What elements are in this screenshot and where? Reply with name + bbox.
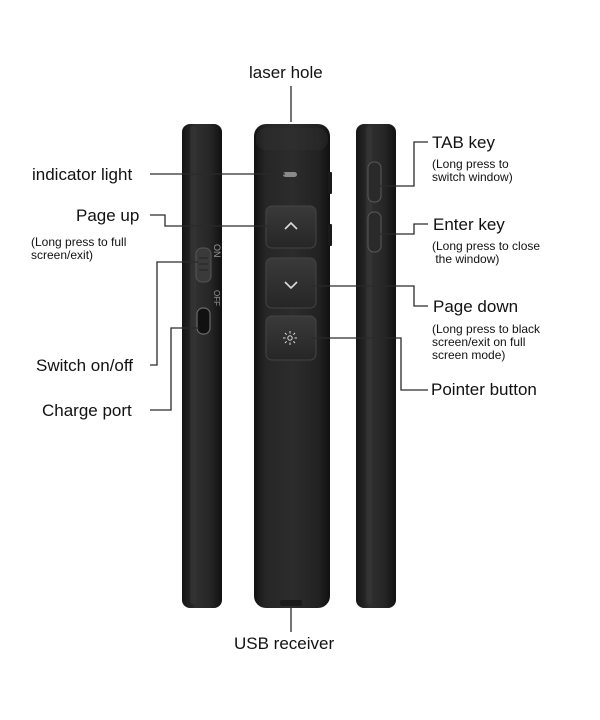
- front-body: [254, 124, 330, 608]
- left-side-view: ON OFF: [182, 124, 222, 608]
- usb-receiver-cap: [280, 600, 302, 606]
- usb-receiver-label: USB receiver: [234, 634, 335, 653]
- front-enter-key-edge: [328, 224, 332, 246]
- right-body: [356, 124, 396, 608]
- page-down-label: Page down: [433, 297, 519, 316]
- leader-pointer: [312, 337, 428, 391]
- leader-charge-port: [150, 327, 199, 411]
- leader-page-down: [312, 285, 428, 307]
- laser-hole-label: laser hole: [249, 63, 323, 82]
- page-up-label: Page up: [76, 206, 140, 225]
- page-up-note: (Long press to full screen/exit): [31, 235, 127, 262]
- power-switch: [195, 247, 212, 283]
- left-body: [182, 124, 222, 608]
- laser-pointer-icon: [283, 331, 297, 345]
- switch-label: Switch on/off: [36, 356, 134, 375]
- page-up-button: [265, 205, 317, 249]
- chevron-down-icon: [284, 281, 298, 290]
- page-down-button: [265, 257, 317, 309]
- enter-key: [367, 211, 382, 253]
- leader-tab-key: [378, 141, 428, 187]
- on-marking: ON: [212, 244, 222, 258]
- charge-port-socket: [196, 307, 211, 335]
- leader-page-up: [150, 214, 268, 227]
- front-view: [254, 124, 332, 608]
- leader-lines: [150, 86, 428, 632]
- right-side-view: [356, 124, 396, 608]
- tab-key-label: TAB key: [432, 133, 495, 152]
- leader-switch: [150, 261, 198, 366]
- front-top-cap: [256, 128, 328, 150]
- leader-enter-key: [378, 223, 428, 235]
- pointer-button: [265, 315, 317, 361]
- charge-port-label: Charge port: [42, 401, 132, 420]
- indicator-light: [283, 172, 297, 177]
- chevron-up-icon: [284, 221, 298, 230]
- pointer-button-label: Pointer button: [431, 380, 537, 399]
- left-body-highlight: [190, 126, 196, 604]
- tab-key-note: (Long press to switch window): [432, 157, 513, 184]
- off-marking: OFF: [212, 290, 221, 306]
- front-tab-key-edge: [328, 172, 332, 194]
- enter-key-note: (Long press to close the window): [432, 239, 541, 266]
- page-down-note: (Long press to black screen/exit on full…: [432, 322, 541, 362]
- tab-key: [367, 161, 382, 203]
- enter-key-label: Enter key: [433, 215, 505, 234]
- indicator-light-label: indicator light: [32, 165, 133, 184]
